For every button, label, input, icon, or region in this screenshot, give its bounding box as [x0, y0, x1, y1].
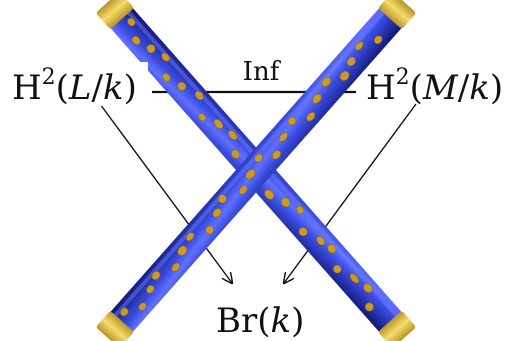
- rod-ascending: [96, 0, 416, 341]
- rod-ascending-cap-right: [379, 0, 416, 29]
- rod-descending-cap-top: [96, 0, 133, 29]
- rod-spot: [321, 76, 332, 87]
- node-right-open: (: [410, 68, 423, 108]
- rod-spot: [151, 271, 161, 280]
- rod-spot: [349, 273, 360, 284]
- rod-spot: [177, 245, 188, 256]
- node-right-base: H: [366, 68, 396, 108]
- rod-spot: [231, 149, 241, 159]
- node-right-sup: 2: [396, 65, 410, 90]
- rod-spot: [298, 227, 308, 237]
- svg-text:H2(L/k): H2(L/k): [12, 65, 137, 108]
- rod-spot: [327, 244, 337, 254]
- rod-spot: [373, 35, 383, 45]
- rod-spot: [138, 302, 147, 311]
- svg-text:H2(M/k): H2(M/k): [366, 65, 503, 108]
- node-left-open: (: [56, 68, 69, 108]
- rod-spot: [162, 73, 171, 82]
- rod-spot: [354, 41, 364, 51]
- rod-spot: [312, 93, 322, 104]
- node-h2-mk: H2(M/k): [366, 65, 503, 108]
- node-bottom-open: (: [257, 301, 270, 341]
- rod-spot: [316, 236, 326, 246]
- node-left-field: L: [68, 68, 92, 108]
- rod-spot: [177, 81, 187, 91]
- node-left-slash: /: [92, 68, 104, 108]
- rod-descending-cap-bottom: [379, 311, 416, 341]
- rod-spot: [332, 264, 342, 274]
- rod-spot: [339, 70, 350, 81]
- rod-spot: [161, 52, 170, 62]
- left-to-br-arrow: [99, 103, 232, 283]
- node-right-field: M: [422, 68, 459, 108]
- rod-spot: [306, 112, 316, 122]
- rod-spot: [205, 225, 215, 235]
- rod-spot: [346, 56, 356, 67]
- rod-spot: [194, 91, 204, 101]
- rod-spot: [146, 285, 155, 294]
- rod-spot: [287, 116, 297, 126]
- rod-spot: [131, 35, 141, 45]
- rod-spot: [171, 262, 181, 272]
- rod-spot: [212, 208, 222, 218]
- right-to-br-arrow: [284, 103, 417, 283]
- rod-spot: [278, 132, 289, 142]
- inf-label: Inf: [243, 57, 282, 87]
- rod-spot: [185, 232, 195, 242]
- rod-spot: [217, 194, 227, 204]
- rod-spot: [245, 169, 256, 180]
- rod-spot: [228, 130, 238, 141]
- rod-spot: [254, 153, 263, 163]
- node-right-close: ): [490, 68, 503, 108]
- svg-text:Br(k): Br(k): [216, 301, 304, 341]
- node-left-base: H: [12, 68, 42, 108]
- rod-spot: [296, 205, 305, 215]
- rod-spot: [271, 150, 281, 160]
- rod-spot: [364, 302, 374, 312]
- node-left-close: ): [124, 68, 137, 108]
- rod-spot: [280, 197, 291, 208]
- node-right-basefield: k: [469, 68, 490, 108]
- rod-spot: [198, 113, 207, 122]
- rod-spot: [146, 44, 156, 54]
- node-br-k: Br(k): [216, 301, 304, 341]
- rod-ascending-cap-left: [96, 311, 133, 341]
- rod-spot: [264, 189, 275, 200]
- node-right-slash: /: [458, 68, 470, 108]
- rod-spot: [238, 185, 248, 195]
- rod-spot: [120, 307, 129, 317]
- rod-spot: [363, 283, 373, 293]
- node-bottom-close: ): [291, 301, 304, 341]
- node-bottom-field: k: [271, 301, 292, 341]
- node-bottom-base: Br: [216, 301, 258, 341]
- node-left-basefield: k: [103, 68, 124, 108]
- rod-spot: [213, 118, 224, 129]
- node-h2-lk: H2(L/k): [8, 62, 148, 108]
- rod-spot: [127, 17, 136, 27]
- node-left-sup: 2: [42, 65, 56, 90]
